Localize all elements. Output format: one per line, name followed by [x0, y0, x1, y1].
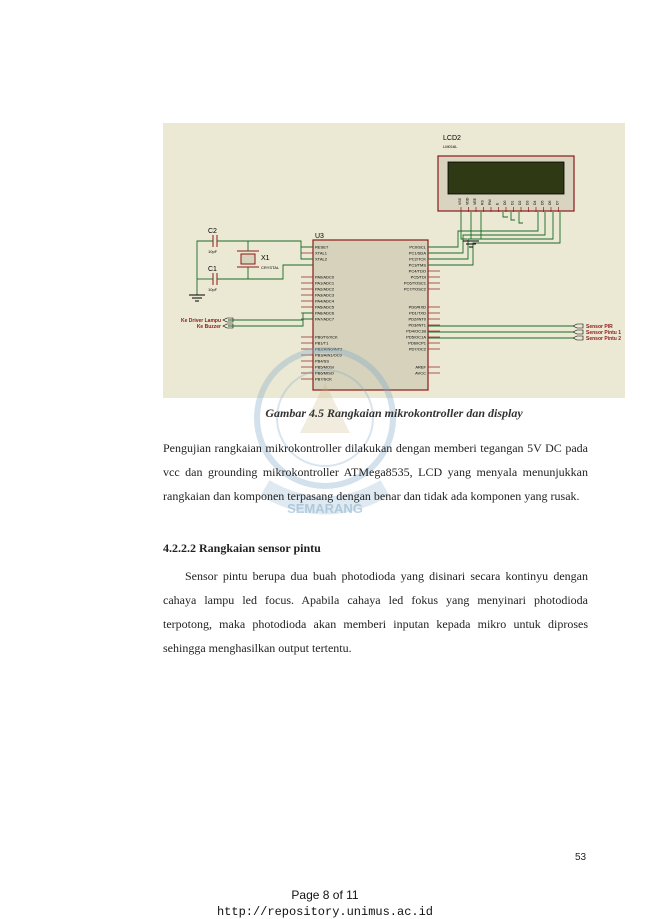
mcu-left-pin-label: PB3/AIN1/OC0	[315, 353, 343, 358]
lcd-pin-label: D7	[556, 200, 560, 205]
mcu-left-pin-label: PB7/SCK	[315, 377, 332, 382]
mcu-left-pin-label: PB4/SS	[315, 359, 329, 364]
mcu-left-pin-label: PB1/T1	[315, 341, 329, 346]
lcd-pin-label: VDD	[466, 197, 470, 205]
oscillator-circuit	[212, 235, 259, 285]
c1-value: 10pF	[208, 287, 218, 292]
mcu-right-pin-label: PD0/RXD	[409, 305, 426, 310]
mcu-left-pin-label: PA4/ADC4	[315, 299, 335, 304]
port-right-label: Sensor Pintu 1	[586, 330, 621, 336]
mcu-left-pin-label: PA5/ADC5	[315, 305, 335, 310]
mcu-left-pin-label: RESET	[315, 245, 329, 250]
lcd-pin-label: RS	[481, 199, 485, 205]
mcu-right-pin-label: PC6/TOSC1	[404, 281, 427, 286]
mcu-right-pin-label: PC7/TOSC2	[404, 287, 427, 292]
c2-value: 10pF	[208, 249, 218, 254]
paragraph-2: Sensor pintu berupa dua buah photodioda …	[163, 569, 588, 655]
footer-url[interactable]: http://repository.unimus.ac.id	[216, 905, 434, 919]
oscillator-wires	[189, 240, 313, 302]
mcu-right-pin-label: AREF	[415, 365, 426, 370]
lcd-pin-label: D0	[503, 200, 507, 205]
mcu-left-pin-label: PA3/ADC3	[315, 293, 335, 298]
port-right-arrow	[572, 335, 584, 341]
mcu-right-pin-label: PC2/TCK	[409, 257, 426, 262]
port-wires	[228, 312, 573, 339]
x1-ref: X1	[261, 255, 270, 262]
mcu-left-pin-label: PA2/ADC2	[315, 287, 335, 292]
mcu-left-pin-label: PB2/AIN0/INT2	[315, 347, 343, 352]
mcu-right-pin-label: PD6/ICP1	[408, 341, 427, 346]
mcu-left-pin-label: XTAL1	[315, 251, 328, 256]
mcu-left-pin-label: PA0/ADC0	[315, 275, 335, 280]
lcd-pin-label: D3	[526, 200, 530, 205]
mcu-right-pin-label: PC1/SDA	[409, 251, 426, 256]
lcd-pin-label: VSS	[458, 197, 462, 205]
mcu-left-pin-label: XTAL2	[315, 257, 328, 262]
lcd-pin-label: D6	[548, 200, 552, 205]
paragraph-1: Pengujian rangkaian mikrokontroller dila…	[163, 441, 588, 503]
mcu-right-pin-label: PC3/TMS	[409, 263, 427, 268]
mcu-right-pins: PC0/SCLPC1/SDAPC2/TCKPC3/TMSPC4/TDOPC5/T…	[404, 245, 440, 376]
mcu-right-pin-label: PD2/INT0	[408, 317, 426, 322]
port-right-arrow	[572, 323, 584, 329]
port-right-arrow	[572, 329, 584, 335]
footer-page-count: Page 8 of 11	[291, 888, 359, 902]
lcd-ref: LCD2	[443, 135, 461, 142]
lcd-screen	[447, 161, 565, 195]
lcd-pin-label: D1	[511, 200, 515, 205]
mcu-right-pin-label: PD3/INT1	[408, 323, 426, 328]
lcd-model: LM016L	[443, 144, 458, 149]
mcu-right-pin-label: PC0/SCL	[409, 245, 426, 250]
port-left-label: Ke Buzzer	[197, 324, 221, 330]
mcu-right-pin-label: PC5/TDI	[411, 275, 426, 280]
section-heading: 4.2.2.2 Rangkaian sensor pintu	[163, 541, 321, 555]
mcu-left-pin-label: PB6/MISO	[315, 371, 334, 376]
port-right-label: Sensor Pintu 2	[586, 336, 621, 342]
lcd-pin-label: D5	[541, 200, 545, 205]
port-right-label: Sensor PIR	[586, 324, 613, 330]
c2-ref: C2	[208, 228, 217, 235]
mcu-ref: U3	[315, 233, 324, 240]
x1-value: CRYSTAL	[261, 265, 280, 270]
mcu-right-pin-label: AVCC	[415, 371, 426, 376]
mcu-right-pin-label: PD1/TXD	[409, 311, 426, 316]
mcu-left-pin-label: PB5/MOSI	[315, 365, 334, 370]
mcu-right-pin-label: PD5/OC1A	[406, 335, 426, 340]
lcd-pin-label: D4	[533, 200, 537, 205]
mcu-left-pin-label: PA7/ADC7	[315, 317, 335, 322]
lcd-pin-label: RW	[488, 199, 492, 205]
lcd-pin-label: E	[496, 202, 500, 205]
mcu-body	[312, 239, 429, 391]
lcd-pin-label: VEE	[473, 197, 477, 205]
mcu-right-pin-label: PC4/TDO	[409, 269, 426, 274]
mcu-left-pin-label: PA1/ADC1	[315, 281, 335, 286]
lcd-wires	[428, 212, 561, 266]
mcu-right-pin-label: PD7/OC2	[409, 347, 427, 352]
page-number: 53	[575, 852, 587, 863]
mcu-left-pin-label: PB0/T0/XCK	[315, 335, 338, 340]
mcu-left-pins: RESETXTAL1XTAL2PA0/ADC0PA1/ADC1PA2/ADC2P…	[301, 245, 343, 382]
mcu-left-pin-label: PA6/ADC6	[315, 311, 335, 316]
lcd-pin-label: D2	[518, 200, 522, 205]
port-left-label: Ke Driver Lampu	[181, 318, 221, 324]
mcu-right-pin-label: PD4/OC1B	[406, 329, 426, 334]
figure-caption: Gambar 4.5 Rangkaian mikrokontroller dan…	[265, 406, 523, 420]
c1-ref: C1	[208, 266, 217, 273]
ground-symbol	[463, 240, 479, 248]
